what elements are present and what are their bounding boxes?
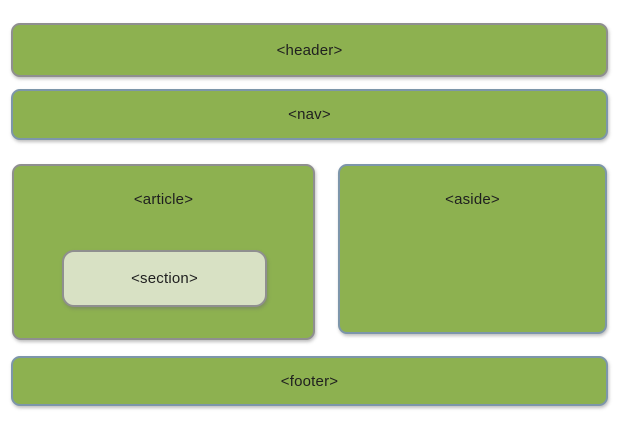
section-box-label: <section> [131,270,198,287]
section-box: <section> [62,250,267,307]
article-box-label: <article> [133,191,194,208]
nav-box-label: <nav> [288,106,331,123]
header-box-label: <header> [276,41,343,59]
aside-box-label: <aside> [445,191,500,208]
footer-box: <footer> [11,356,608,406]
footer-box-label: <footer> [280,372,339,390]
header-box: <header> [11,23,608,77]
nav-box: <nav> [11,89,608,140]
aside-box: <aside> [338,164,607,334]
